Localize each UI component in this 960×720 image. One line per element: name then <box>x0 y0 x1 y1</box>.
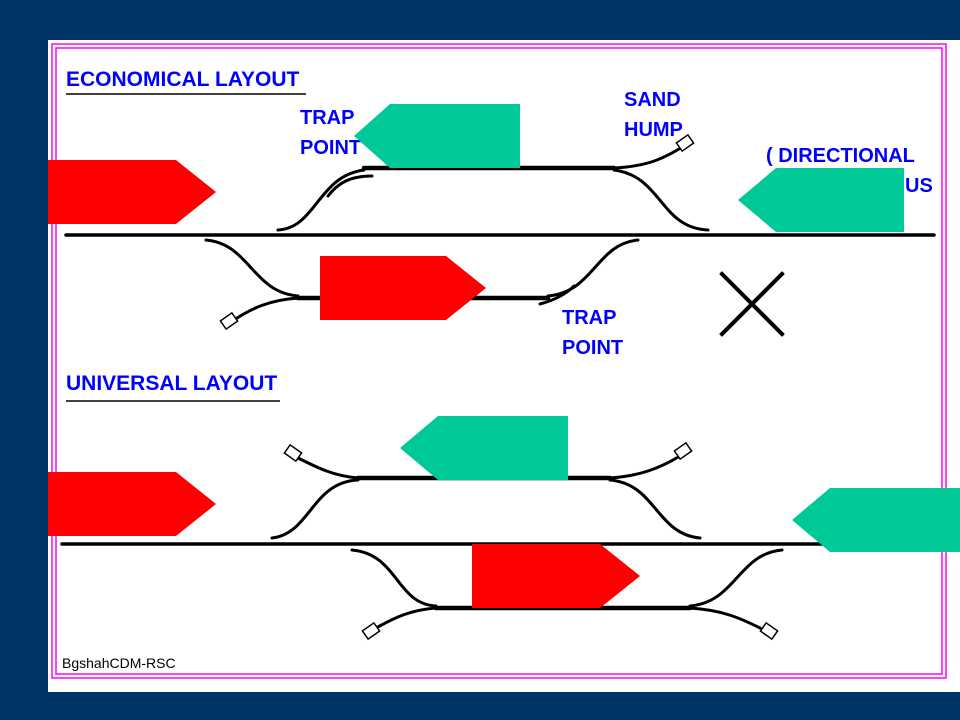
economical-lower-left-spur <box>232 296 300 322</box>
economical-lower-trap-stub <box>538 284 576 306</box>
economical-upper-right-turnout <box>612 168 710 232</box>
panel-border-outer <box>51 43 947 679</box>
credit-text: BgshahCDM-RSC <box>62 655 176 671</box>
trap-point-bottom-label-2: POINT <box>562 337 623 359</box>
universal-upper-left-spur <box>296 456 360 480</box>
universal-upper-right-turnout <box>608 478 702 540</box>
universal-layout-title: UNIVERSAL LAYOUT <box>66 372 277 395</box>
economical-up-train-top <box>354 104 520 168</box>
directional-label: ( DIRECTIONAL <box>766 145 915 167</box>
trap-point-top-label-2: POINT <box>300 137 361 159</box>
sand-hump-buffer-icon <box>675 133 695 153</box>
universal-up-train-top <box>400 416 568 480</box>
economical-lower-left-turnout <box>204 238 300 298</box>
sand-hump-label-2: HUMP <box>624 119 683 141</box>
universal-upper-left-buffer-icon <box>283 443 303 463</box>
lower-left-buffer-icon <box>219 311 239 331</box>
trap-point-bottom-label: TRAP <box>562 307 616 329</box>
economical-sand-hump-spur <box>612 144 686 170</box>
universal-upper-right-spur <box>608 454 682 480</box>
universal-lower-left-spur <box>374 606 438 630</box>
trap-point-top-label: TRAP <box>300 107 354 129</box>
economical-down-train-left <box>48 160 216 224</box>
directional-label-2: US <box>905 175 933 197</box>
economical-upper-trap-stub <box>326 174 374 198</box>
universal-upper-left-turnout <box>270 478 360 540</box>
universal-lower-left-buffer-icon <box>361 621 381 641</box>
universal-lower-right-buffer-icon <box>759 621 779 641</box>
cross-icon <box>719 271 785 337</box>
economical-down-train-lower <box>320 256 486 320</box>
universal-lower-right-turnout <box>688 548 784 608</box>
sand-hump-label: SAND <box>624 89 681 111</box>
universal-down-train-lower <box>472 544 640 608</box>
universal-down-train-left <box>48 472 216 536</box>
economical-up-train-right <box>738 168 904 232</box>
universal-up-train-right <box>792 488 960 552</box>
economical-lower-right-turnout <box>546 238 640 298</box>
panel-border-inner <box>55 47 943 675</box>
economical-layout-title: ECONOMICAL LAYOUT <box>66 68 300 91</box>
universal-upper-right-buffer-icon <box>673 441 693 461</box>
universal-lower-right-spur <box>688 606 762 630</box>
economical-upper-left-turnout <box>276 168 366 232</box>
universal-lower-left-turnout <box>350 548 438 608</box>
